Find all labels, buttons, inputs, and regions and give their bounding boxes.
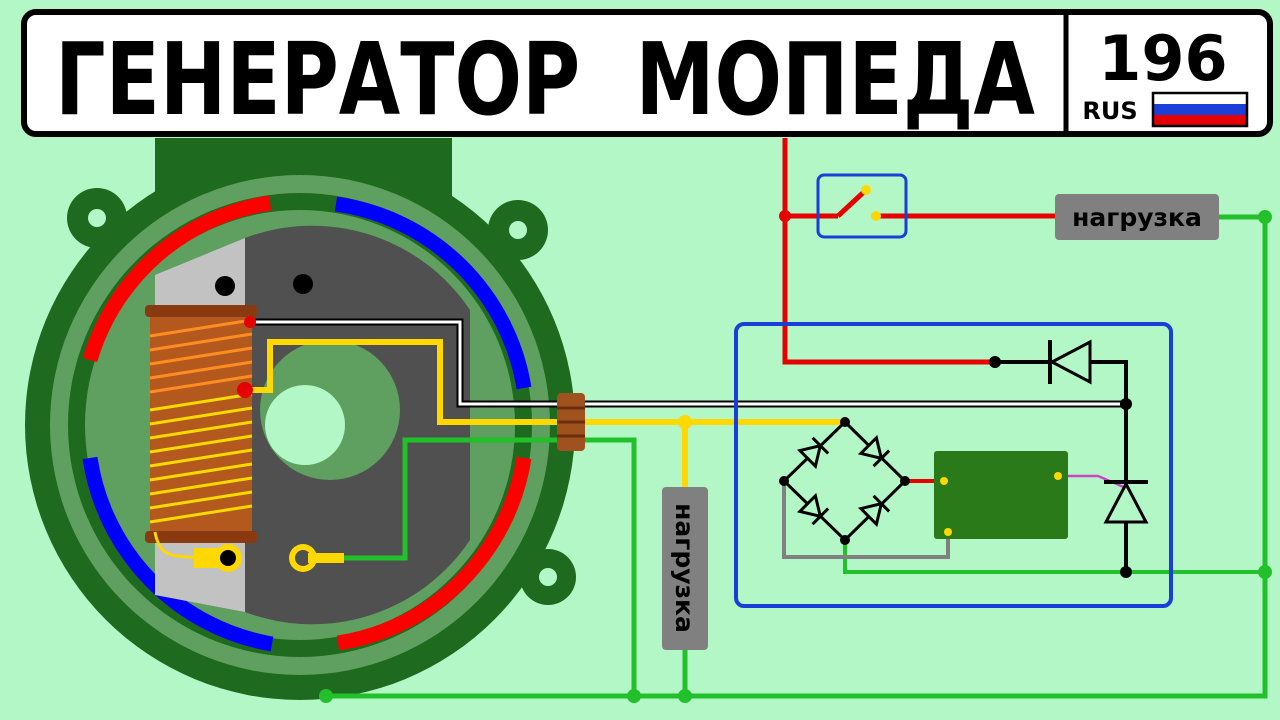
magnet-red-bottom-right	[336, 456, 532, 651]
header-plate: ГЕНЕРАТОР МОПЕДА 196 RUS	[21, 9, 1273, 138]
mount-hole-icon	[509, 221, 527, 239]
junction-dot	[319, 689, 333, 703]
switch-lever	[836, 188, 868, 218]
country-code: RUS	[1082, 97, 1137, 125]
russia-flag-icon	[1151, 91, 1249, 128]
junction-dot	[1258, 565, 1272, 579]
coil-windings-lit	[149, 392, 253, 524]
diode-icon	[796, 492, 830, 526]
chip-pin	[1054, 472, 1062, 480]
screw-icon	[215, 276, 235, 296]
coil-lead-ground	[153, 531, 201, 560]
junction-dot	[1258, 210, 1272, 224]
diode-icon	[796, 436, 830, 470]
junction-dot	[627, 689, 641, 703]
rotor-magnets	[82, 195, 532, 652]
shaft-hole-icon	[265, 385, 345, 465]
terminal-hole-icon	[295, 550, 311, 566]
thyristor-icon	[1103, 480, 1149, 524]
magnet-blue-bottom-left	[82, 456, 274, 652]
plate-frame	[21, 9, 1273, 137]
coil-flange-top	[145, 305, 257, 317]
junction-dot	[678, 689, 692, 703]
junction-dot	[1120, 398, 1132, 410]
switch-contact	[871, 211, 881, 221]
page-title: ГЕНЕРАТОР МОПЕДА	[55, 21, 1035, 138]
module-frame	[734, 322, 1173, 608]
ground-terminal-hole-icon	[220, 550, 236, 566]
chip-pin	[944, 528, 952, 536]
load-vertical-label: нагрузка	[670, 503, 699, 633]
wire-white	[250, 320, 1126, 406]
switch-frame	[816, 173, 908, 239]
wire-junctions	[237, 210, 1272, 703]
region-code: 196	[1098, 22, 1227, 95]
mount-hole-icon	[88, 209, 106, 227]
generator-coil	[145, 305, 257, 543]
magnet-blue-top-right	[334, 196, 532, 390]
wire-red-main	[782, 138, 995, 365]
output-diode-icon	[1048, 339, 1092, 385]
junction-dot	[840, 535, 850, 545]
regulator-module	[734, 322, 1173, 608]
load-vertical-box	[662, 487, 708, 650]
junction-dot	[840, 417, 850, 427]
connector-grooves	[557, 406, 585, 438]
wire-yellow	[245, 339, 845, 425]
coil-terminal-dot	[244, 316, 256, 328]
load-top: нагрузка	[1055, 194, 1219, 240]
junction-dot	[779, 210, 791, 222]
chip-pin	[940, 477, 948, 485]
junction-dot	[678, 415, 692, 429]
mount-hole-icon	[539, 568, 557, 586]
diode-icon	[857, 494, 891, 528]
diode-icon	[857, 434, 891, 468]
regulator-chip	[934, 451, 1068, 539]
magnet-red-top-left	[82, 195, 272, 363]
coil-flange-bottom	[145, 531, 257, 543]
screw-icon	[293, 274, 313, 294]
wire-green-stator	[344, 437, 637, 696]
load-top-box	[1055, 194, 1219, 240]
coil-windings	[149, 318, 253, 394]
terminal-tab	[308, 553, 344, 563]
junctions	[779, 356, 1132, 578]
wire-gray	[782, 481, 950, 559]
wire-green-ground	[326, 214, 1268, 699]
junction-dot	[1120, 566, 1132, 578]
coil-terminal-dot	[237, 382, 253, 398]
load-top-label: нагрузка	[1072, 203, 1202, 232]
generator	[25, 138, 576, 700]
power-switch	[816, 173, 908, 239]
junction-dot	[989, 356, 1001, 368]
switch-contact	[861, 185, 871, 195]
wiring	[245, 138, 1268, 699]
bridge-diodes	[796, 434, 891, 528]
diode-bridge	[781, 419, 908, 543]
junction-dot	[779, 476, 789, 486]
load-vertical: нагрузка	[662, 487, 708, 650]
junction-dot	[900, 476, 910, 486]
